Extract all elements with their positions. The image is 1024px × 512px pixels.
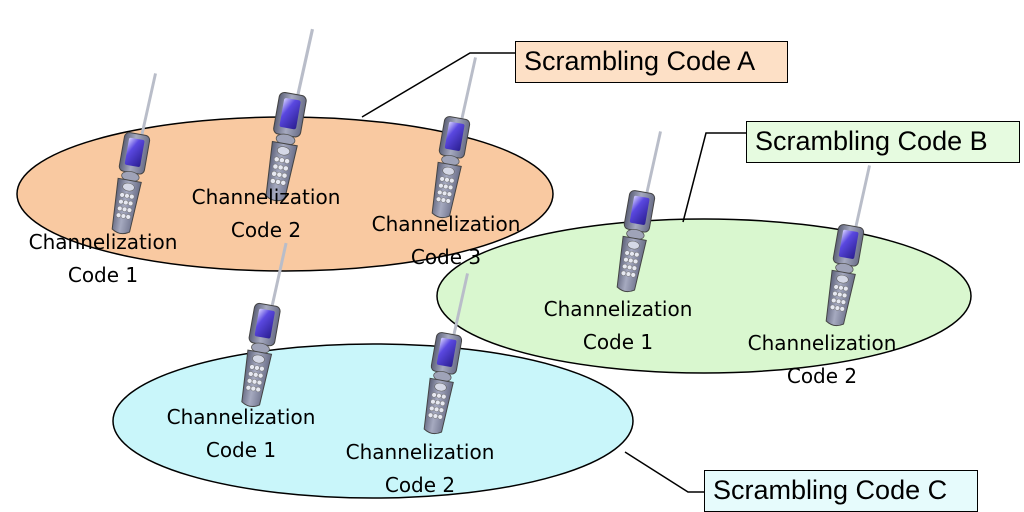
label-line: Channelization [371,212,521,236]
label-line: Channelization [166,405,316,429]
label-line: Code 1 [582,330,654,354]
label-line: Channelization [543,297,693,321]
label-line: Code 2 [384,473,456,497]
channelization-label-a-3: Channelization Code 3 [372,208,521,274]
label-line: Channelization [191,185,341,209]
cell-c-ellipse [112,343,634,499]
label-line: Code 1 [205,438,277,462]
channelization-label-c-2: Channelization Code 2 [346,436,495,502]
callout-line-a [361,52,515,118]
scrambling-code-b-label: Scrambling Code B [746,121,1020,163]
callout-line-b [682,132,746,223]
scrambling-code-c-label: Scrambling Code C [704,470,978,512]
label-line: Code 2 [786,364,858,388]
channelization-label-a-2: Channelization Code 2 [192,181,341,247]
label-line: Channelization [345,440,495,464]
label-line: Code 2 [230,218,302,242]
scrambling-code-a-label: Scrambling Code A [515,41,788,83]
label-line: Code 3 [410,245,482,269]
label-line: Code 1 [67,263,139,287]
callout-line-c [624,451,704,493]
channelization-label-c-1: Channelization Code 1 [167,401,316,467]
label-line: Channelization [747,331,897,355]
channelization-label-a-1: Channelization Code 1 [29,226,178,292]
channelization-label-b-2: Channelization Code 2 [748,327,897,393]
label-line: Channelization [28,230,178,254]
channelization-label-b-1: Channelization Code 1 [544,293,693,359]
